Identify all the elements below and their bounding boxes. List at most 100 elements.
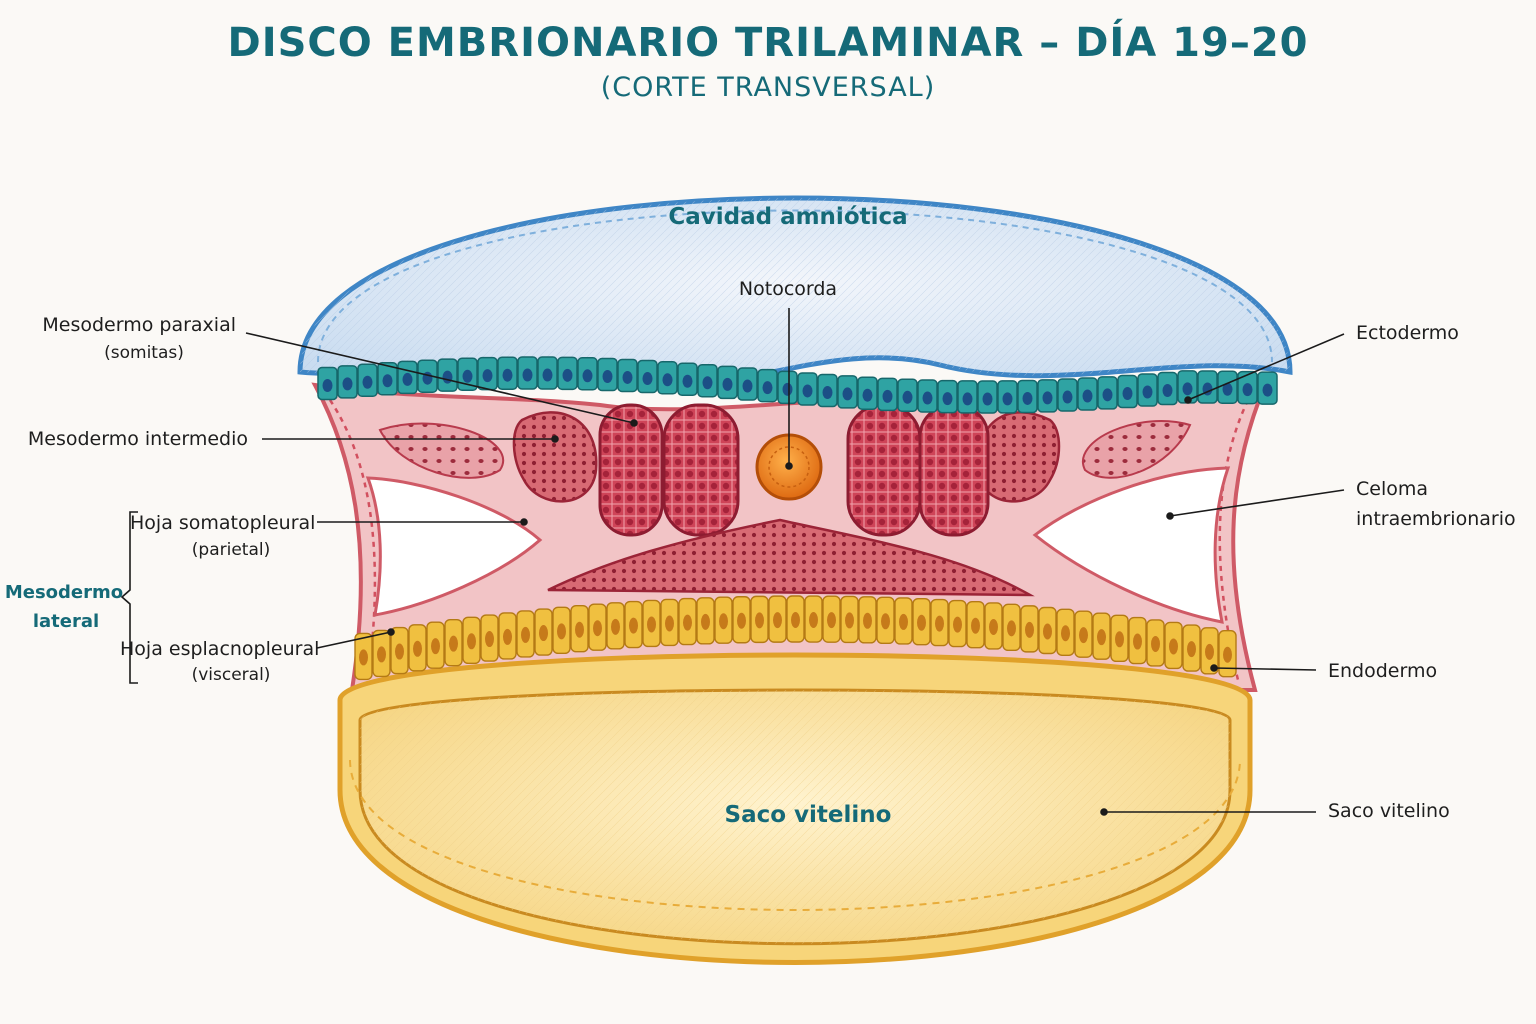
endoderm-nucleus: [485, 631, 494, 648]
endoderm-nucleus: [683, 614, 692, 631]
endoderm-nucleus: [1079, 627, 1088, 644]
endoderm-nucleus: [647, 616, 656, 633]
leader-paraxial: [245, 332, 635, 424]
endoderm-nucleus: [539, 625, 548, 642]
ectoderm-nucleus: [382, 374, 393, 388]
label-lateral-mesoderm-1: Mesodermo: [4, 582, 124, 603]
endoderm-nucleus: [1007, 620, 1016, 637]
endoderm-nucleus: [1133, 633, 1142, 650]
endoderm-nucleus: [953, 616, 962, 633]
ectoderm-nucleus: [582, 369, 593, 383]
splanchnic-mesoderm-mass: [547, 518, 1035, 597]
endoderm-nucleus: [971, 617, 980, 634]
label-lateral-mesoderm-2: lateral: [32, 611, 100, 632]
label-amniotic-cavity: Cavidad amniótica: [668, 204, 908, 230]
amniotic-cavity: [297, 195, 1293, 390]
endoderm-nucleus: [917, 614, 926, 631]
label-splanchnopleural: Hoja esplacnopleural: [120, 638, 320, 660]
ectoderm-nucleus: [362, 375, 373, 389]
endoderm-nucleus: [521, 626, 530, 643]
endoderm-nucleus: [467, 633, 476, 650]
endoderm-nucleus: [791, 612, 800, 629]
ectoderm-nucleus: [882, 389, 893, 403]
endoderm-nucleus: [557, 623, 566, 640]
ectoderm-nucleus: [842, 387, 853, 401]
label-intermediate-mesoderm: Mesodermo intermedio: [27, 428, 248, 450]
endoderm-nucleus: [665, 615, 674, 632]
ectoderm-layer: [317, 356, 1278, 414]
endoderm-nucleus: [863, 612, 872, 629]
leader-dot-intermedio: [551, 435, 559, 443]
ectoderm-nucleus: [702, 376, 713, 390]
ectoderm-nucleus: [822, 385, 833, 399]
label-paraxial-sub: (somitas): [104, 343, 184, 363]
diagram-subtitle: (CORTE TRANSVERSAL): [600, 72, 936, 103]
leader-dot-esplacnopleural: [387, 628, 395, 636]
leader-dot-paraxial: [630, 419, 638, 427]
ectoderm-nucleus: [642, 372, 653, 386]
leader-dot-ectodermo: [1184, 396, 1192, 404]
ectoderm-nucleus: [1242, 383, 1253, 397]
endoderm-nucleus: [1169, 638, 1178, 655]
endoderm-nucleus: [1115, 631, 1124, 648]
ectoderm-nucleus: [502, 368, 513, 382]
endoderm-nucleus: [611, 618, 620, 635]
ectoderm-nucleus: [1142, 385, 1153, 399]
leader-esplacnopleural: [316, 631, 392, 649]
lateral-mesoderm-bands: [378, 420, 1192, 479]
ectoderm-nucleus: [722, 377, 733, 391]
ectoderm-nucleus: [1122, 387, 1133, 401]
intraembryonic-coelom: [365, 466, 1231, 624]
ectoderm-nucleus: [922, 391, 933, 405]
label-paraxial-mesoderm: Mesodermo paraxial: [42, 314, 236, 336]
endoderm-nucleus: [413, 640, 422, 657]
leader-dot-endodermo: [1210, 664, 1218, 672]
ectoderm-nucleus: [322, 378, 333, 392]
endoderm-nucleus: [845, 612, 854, 629]
endoderm-nucleus: [1097, 629, 1106, 646]
label-coelom-1: Celoma: [1356, 478, 1429, 500]
label-ectoderm: Ectodermo: [1356, 322, 1459, 344]
ectoderm-nucleus: [402, 372, 413, 386]
endoderm-nucleus: [773, 612, 782, 629]
label-yolk-sac: Saco vitelino: [1328, 800, 1450, 822]
ectoderm-nucleus: [1002, 392, 1013, 406]
ectoderm-nucleus: [522, 368, 533, 382]
label-notochord: Notocorda: [738, 278, 838, 300]
ectoderm-nucleus: [982, 392, 993, 406]
endoderm-nucleus: [1223, 646, 1232, 663]
ectoderm-nucleus: [962, 392, 973, 406]
yolk-sac: [337, 652, 1253, 965]
leader-dot-celoma: [1166, 512, 1174, 520]
endoderm-nucleus: [827, 612, 836, 629]
ectoderm-nucleus: [862, 388, 873, 402]
diagram-title: DISCO EMBRIONARIO TRILAMINAR – DÍA 19–20: [227, 20, 1309, 66]
label-yolk-sac-region: Saco vitelino: [724, 802, 892, 828]
ectoderm-nucleus: [622, 370, 633, 384]
label-endoderm: Endodermo: [1328, 660, 1438, 682]
endoderm-nucleus: [449, 635, 458, 652]
leader-lines: [120, 308, 1345, 816]
endoderm-nucleus: [1025, 621, 1034, 638]
paraxial-mesoderm-somites: [598, 403, 990, 537]
ectoderm-nucleus: [742, 379, 753, 393]
endoderm-nucleus: [989, 618, 998, 635]
leader-ectodermo: [1187, 333, 1345, 401]
ectoderm-nucleus: [682, 374, 693, 388]
ectoderm-nucleus: [762, 381, 773, 395]
endoderm-nucleus: [377, 646, 386, 663]
ectoderm-nucleus: [1222, 382, 1233, 396]
ectoderm-nucleus: [902, 390, 913, 404]
endoderm-layer: [354, 595, 1237, 681]
ectoderm-nucleus: [562, 368, 573, 382]
ectoderm-nucleus: [462, 369, 473, 383]
ectoderm-nucleus: [1082, 389, 1093, 403]
leader-dot-notocorda: [785, 462, 793, 470]
endoderm-nucleus: [809, 612, 818, 629]
intermediate-mesoderm: [512, 411, 1061, 503]
ectoderm-nucleus: [1162, 383, 1173, 397]
ectoderm-nucleus: [442, 370, 453, 384]
ectoderm-nucleus: [1262, 383, 1273, 397]
ectoderm-nucleus: [942, 392, 953, 406]
